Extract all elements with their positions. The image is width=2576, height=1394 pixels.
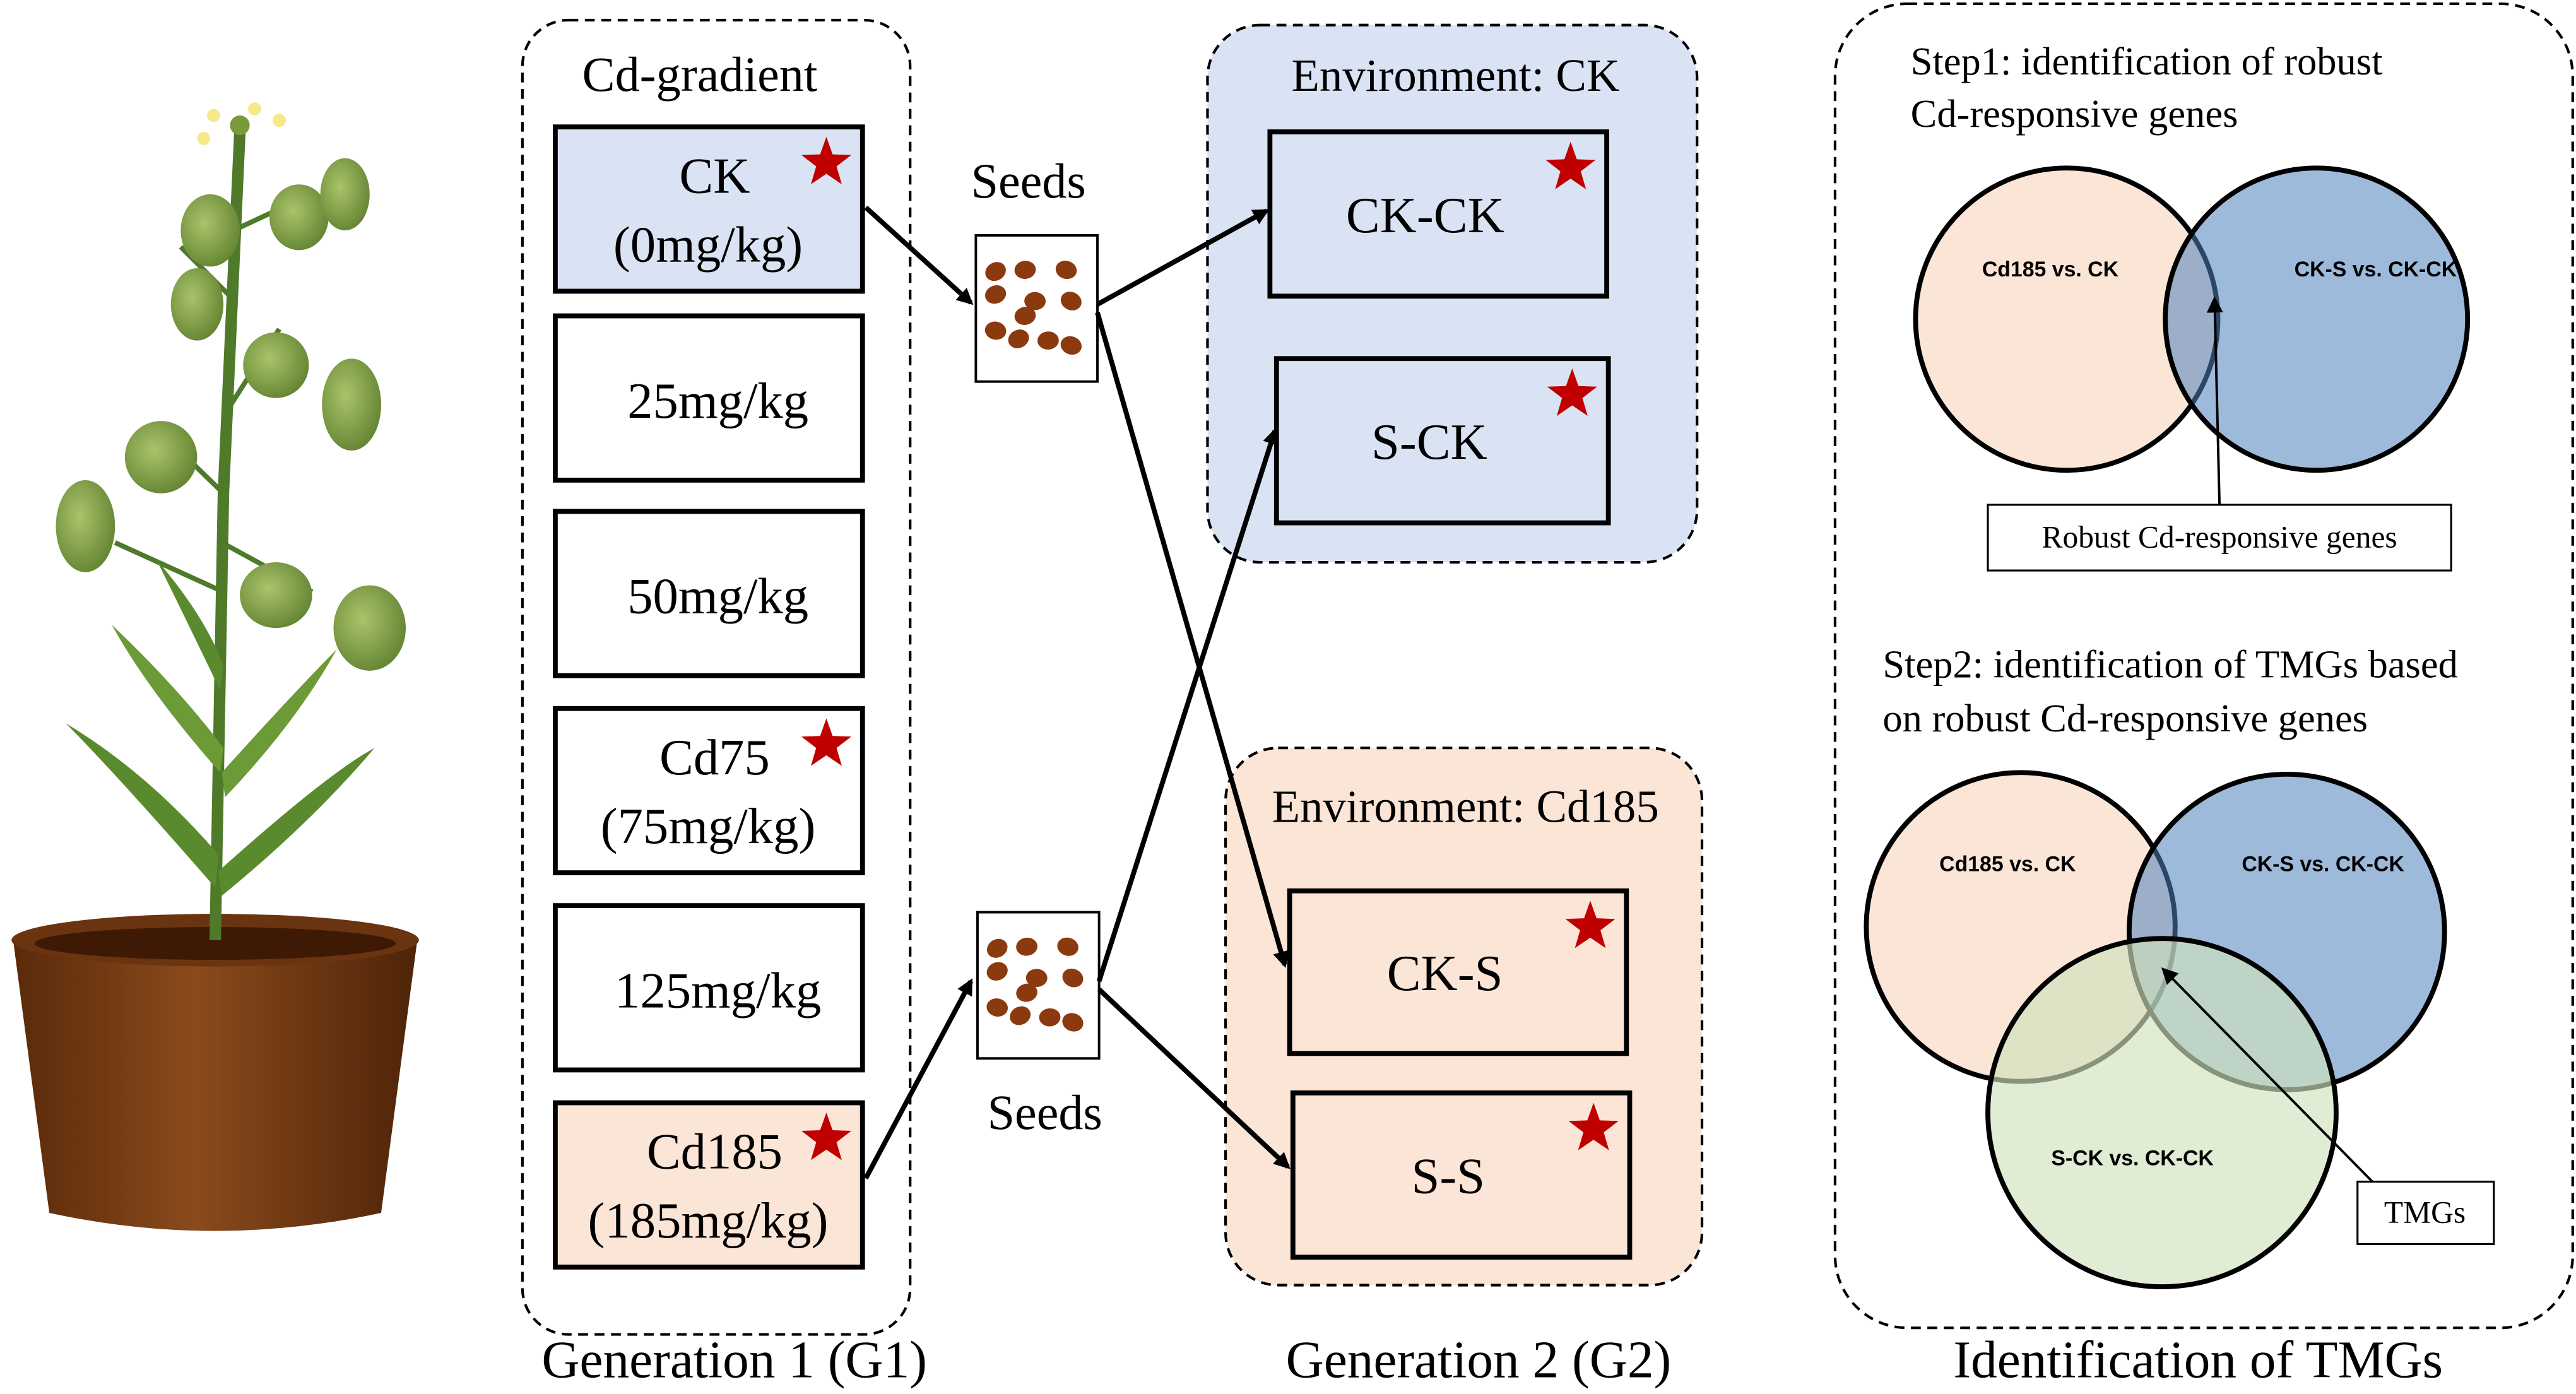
g1-box: CK (0mg/kg)	[553, 124, 865, 294]
seeds-label-bottom: Seeds	[988, 1085, 1102, 1140]
g1-box-name: Cd75	[659, 729, 770, 786]
star-icon	[1568, 1102, 1619, 1150]
g1-box-frame	[553, 313, 865, 483]
venn1-label-cks: CK-S vs. CK-CK	[2295, 257, 2457, 281]
g1-box-frame	[553, 903, 865, 1073]
g2-box: CK-S	[1287, 888, 1629, 1056]
flow-arrows	[863, 205, 1291, 1180]
g1-box-dose: 25mg/kg	[627, 373, 808, 429]
pot-icon	[13, 914, 418, 1231]
g2-box-label: S-CK	[1371, 414, 1487, 470]
g2-box: S-CK	[1273, 356, 1611, 526]
env-ck-title: Environment: CK	[1291, 50, 1619, 101]
star-icon	[801, 1113, 852, 1161]
tmgs-label: Identification of TMGs	[1953, 1331, 2443, 1389]
seed-icon	[1057, 937, 1078, 956]
step2-callout-box	[2356, 1180, 2495, 1245]
seed-icon	[1014, 261, 1036, 279]
g2-box-frame	[1273, 356, 1611, 526]
venn1-label-cd185: Cd185 vs. CK	[1982, 257, 2119, 281]
g1-box: 125mg/kg	[553, 903, 865, 1073]
seed-icon	[1060, 336, 1082, 355]
g1-box-dose: 50mg/kg	[627, 569, 808, 625]
g2-box-frame	[1290, 1090, 1633, 1260]
venn2-circle-sck	[1985, 936, 2339, 1289]
g1-box-frame	[553, 1100, 865, 1270]
seed-icon	[986, 938, 1008, 958]
g1-box: Cd75 (75mg/kg)	[553, 706, 865, 875]
g1-box: 50mg/kg	[553, 509, 865, 678]
step2-title-line2: on robust Cd-responsive genes	[1882, 696, 2368, 740]
seed-cluster-bottom	[986, 937, 1084, 1032]
seed-icon	[1016, 983, 1037, 1002]
star-icon	[801, 718, 852, 766]
seed-cluster-top	[984, 261, 1082, 355]
g2-box-frame	[1287, 888, 1629, 1056]
seed-icon	[1008, 329, 1029, 348]
seed-icon	[986, 998, 1008, 1017]
seed-icon	[1010, 1006, 1031, 1025]
g1-box-dose: (0mg/kg)	[613, 217, 803, 273]
g1-box-dose: (185mg/kg)	[588, 1193, 829, 1249]
seed-icon	[986, 962, 1008, 981]
g2-box-label: S-S	[1412, 1149, 1486, 1205]
g1-box-name: CK	[679, 148, 750, 204]
seed-icon	[1062, 1013, 1084, 1032]
g1-box-name: Cd185	[647, 1124, 783, 1180]
g2-box: CK-CK	[1267, 129, 1609, 299]
g2-treatment-boxes: CK-CK S-CK CK-S S-S	[1267, 129, 1633, 1260]
cd-gradient-group	[521, 18, 912, 1336]
step2-title-line1: Step2: identification of TMGs based	[1882, 642, 2457, 686]
seed-icon	[1014, 307, 1036, 325]
star-icon	[1547, 368, 1597, 416]
seed-icon	[985, 262, 1006, 281]
g1-box-dose: 125mg/kg	[615, 963, 821, 1019]
g1-box-dose: (75mg/kg)	[601, 798, 816, 854]
venn2-label-cd185: Cd185 vs. CK	[1939, 852, 2076, 876]
env-cd-title: Environment: Cd185	[1272, 781, 1658, 832]
seeds-label-top: Seeds	[971, 153, 1086, 208]
plant-illustration	[11, 102, 419, 1231]
venn2-label-cks: CK-S vs. CK-CK	[2242, 852, 2404, 876]
seed-icon	[984, 285, 1007, 304]
seed-icon	[1016, 937, 1037, 956]
g2-box-label: CK-CK	[1346, 187, 1504, 244]
step1-callout-box	[1987, 504, 2452, 572]
step1-callout-text: Robust Cd-responsive genes	[2041, 520, 2397, 555]
g1-box-frame	[553, 124, 865, 294]
g1-box-frame	[553, 509, 865, 678]
g1-box: Cd185 (185mg/kg)	[553, 1100, 865, 1270]
seed-icon	[1024, 292, 1046, 310]
generation2-label: Generation 2 (G2)	[1286, 1331, 1672, 1389]
seed-icon	[1055, 261, 1077, 280]
step1-title-line1: Step1: identification of robust	[1911, 39, 2383, 83]
seed-icon	[1025, 969, 1048, 987]
venn1-circle-cks	[2163, 165, 2471, 473]
venn2-label-sck: S-CK vs. CK-CK	[2051, 1146, 2214, 1170]
seed-icon	[1039, 1008, 1061, 1027]
cd-gradient-title: Cd-gradient	[582, 47, 818, 102]
generation1-label: Generation 1 (G1)	[541, 1331, 927, 1389]
g2-box: S-S	[1290, 1090, 1633, 1260]
tmgs-group	[1833, 2, 2574, 1330]
step2-callout-text: TMGs	[2384, 1195, 2466, 1230]
star-icon	[801, 136, 852, 185]
seed-icon	[1062, 968, 1084, 988]
seed-icon	[1037, 331, 1059, 350]
seed-icon	[1060, 292, 1082, 310]
star-icon	[1565, 901, 1616, 948]
step1-title-line2: Cd-responsive genes	[1911, 92, 2238, 136]
g1-box-frame	[553, 706, 865, 875]
g2-box-label: CK-S	[1387, 945, 1503, 1001]
seed-icon	[984, 321, 1007, 340]
star-icon	[1545, 141, 1596, 189]
g2-box-frame	[1267, 129, 1609, 299]
g1-box: 25mg/kg	[553, 313, 865, 483]
